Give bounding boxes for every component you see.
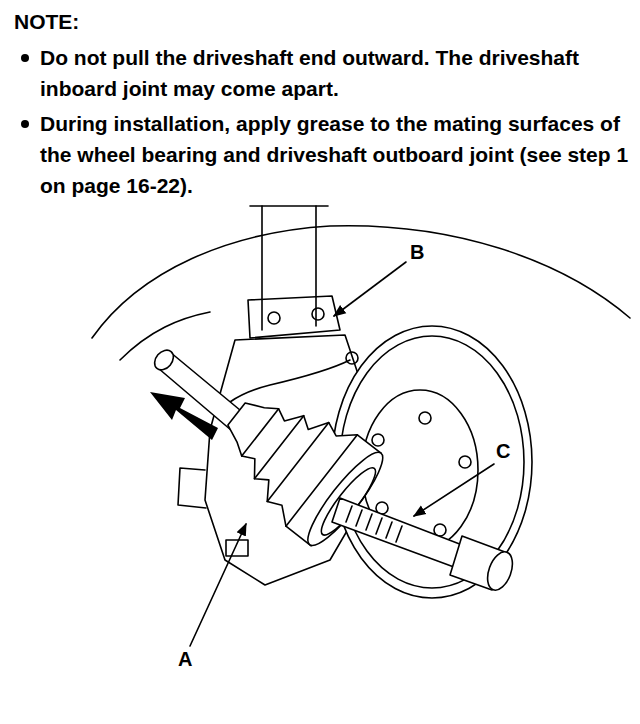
- callout-letter: B: [408, 241, 426, 263]
- callout-letter: A: [176, 648, 194, 670]
- note-item: During installation, apply grease to the…: [40, 108, 630, 201]
- leader-line: [334, 262, 406, 316]
- note-item: Do not pull the driveshaft end outward. …: [40, 42, 630, 104]
- bullet-layer: [0, 0, 40, 300]
- splines: [346, 506, 402, 542]
- direction-arrow: [150, 392, 218, 440]
- bullet-dot: [21, 120, 29, 128]
- brake-hose: [230, 360, 350, 402]
- wheel-stud: [419, 412, 431, 424]
- leader-line: [414, 464, 494, 516]
- knuckle-arm: [178, 468, 206, 508]
- bullet-dot: [21, 54, 29, 62]
- bolt: [268, 312, 280, 324]
- shaft-end: [151, 346, 177, 373]
- wheel-stud: [372, 434, 384, 446]
- fender-outline: [92, 226, 630, 338]
- strut-top: [250, 205, 328, 207]
- bolt: [312, 308, 324, 320]
- strut-tube: [262, 206, 316, 330]
- stub-face: [483, 548, 517, 593]
- note-heading: NOTE:: [14, 6, 79, 37]
- strut-bracket: [248, 296, 340, 338]
- callout-letter: C: [494, 440, 512, 462]
- wheel-stud: [459, 456, 471, 468]
- leader-line: [190, 524, 246, 646]
- hose-fitting: [346, 352, 358, 364]
- spline-shaft: [332, 498, 470, 570]
